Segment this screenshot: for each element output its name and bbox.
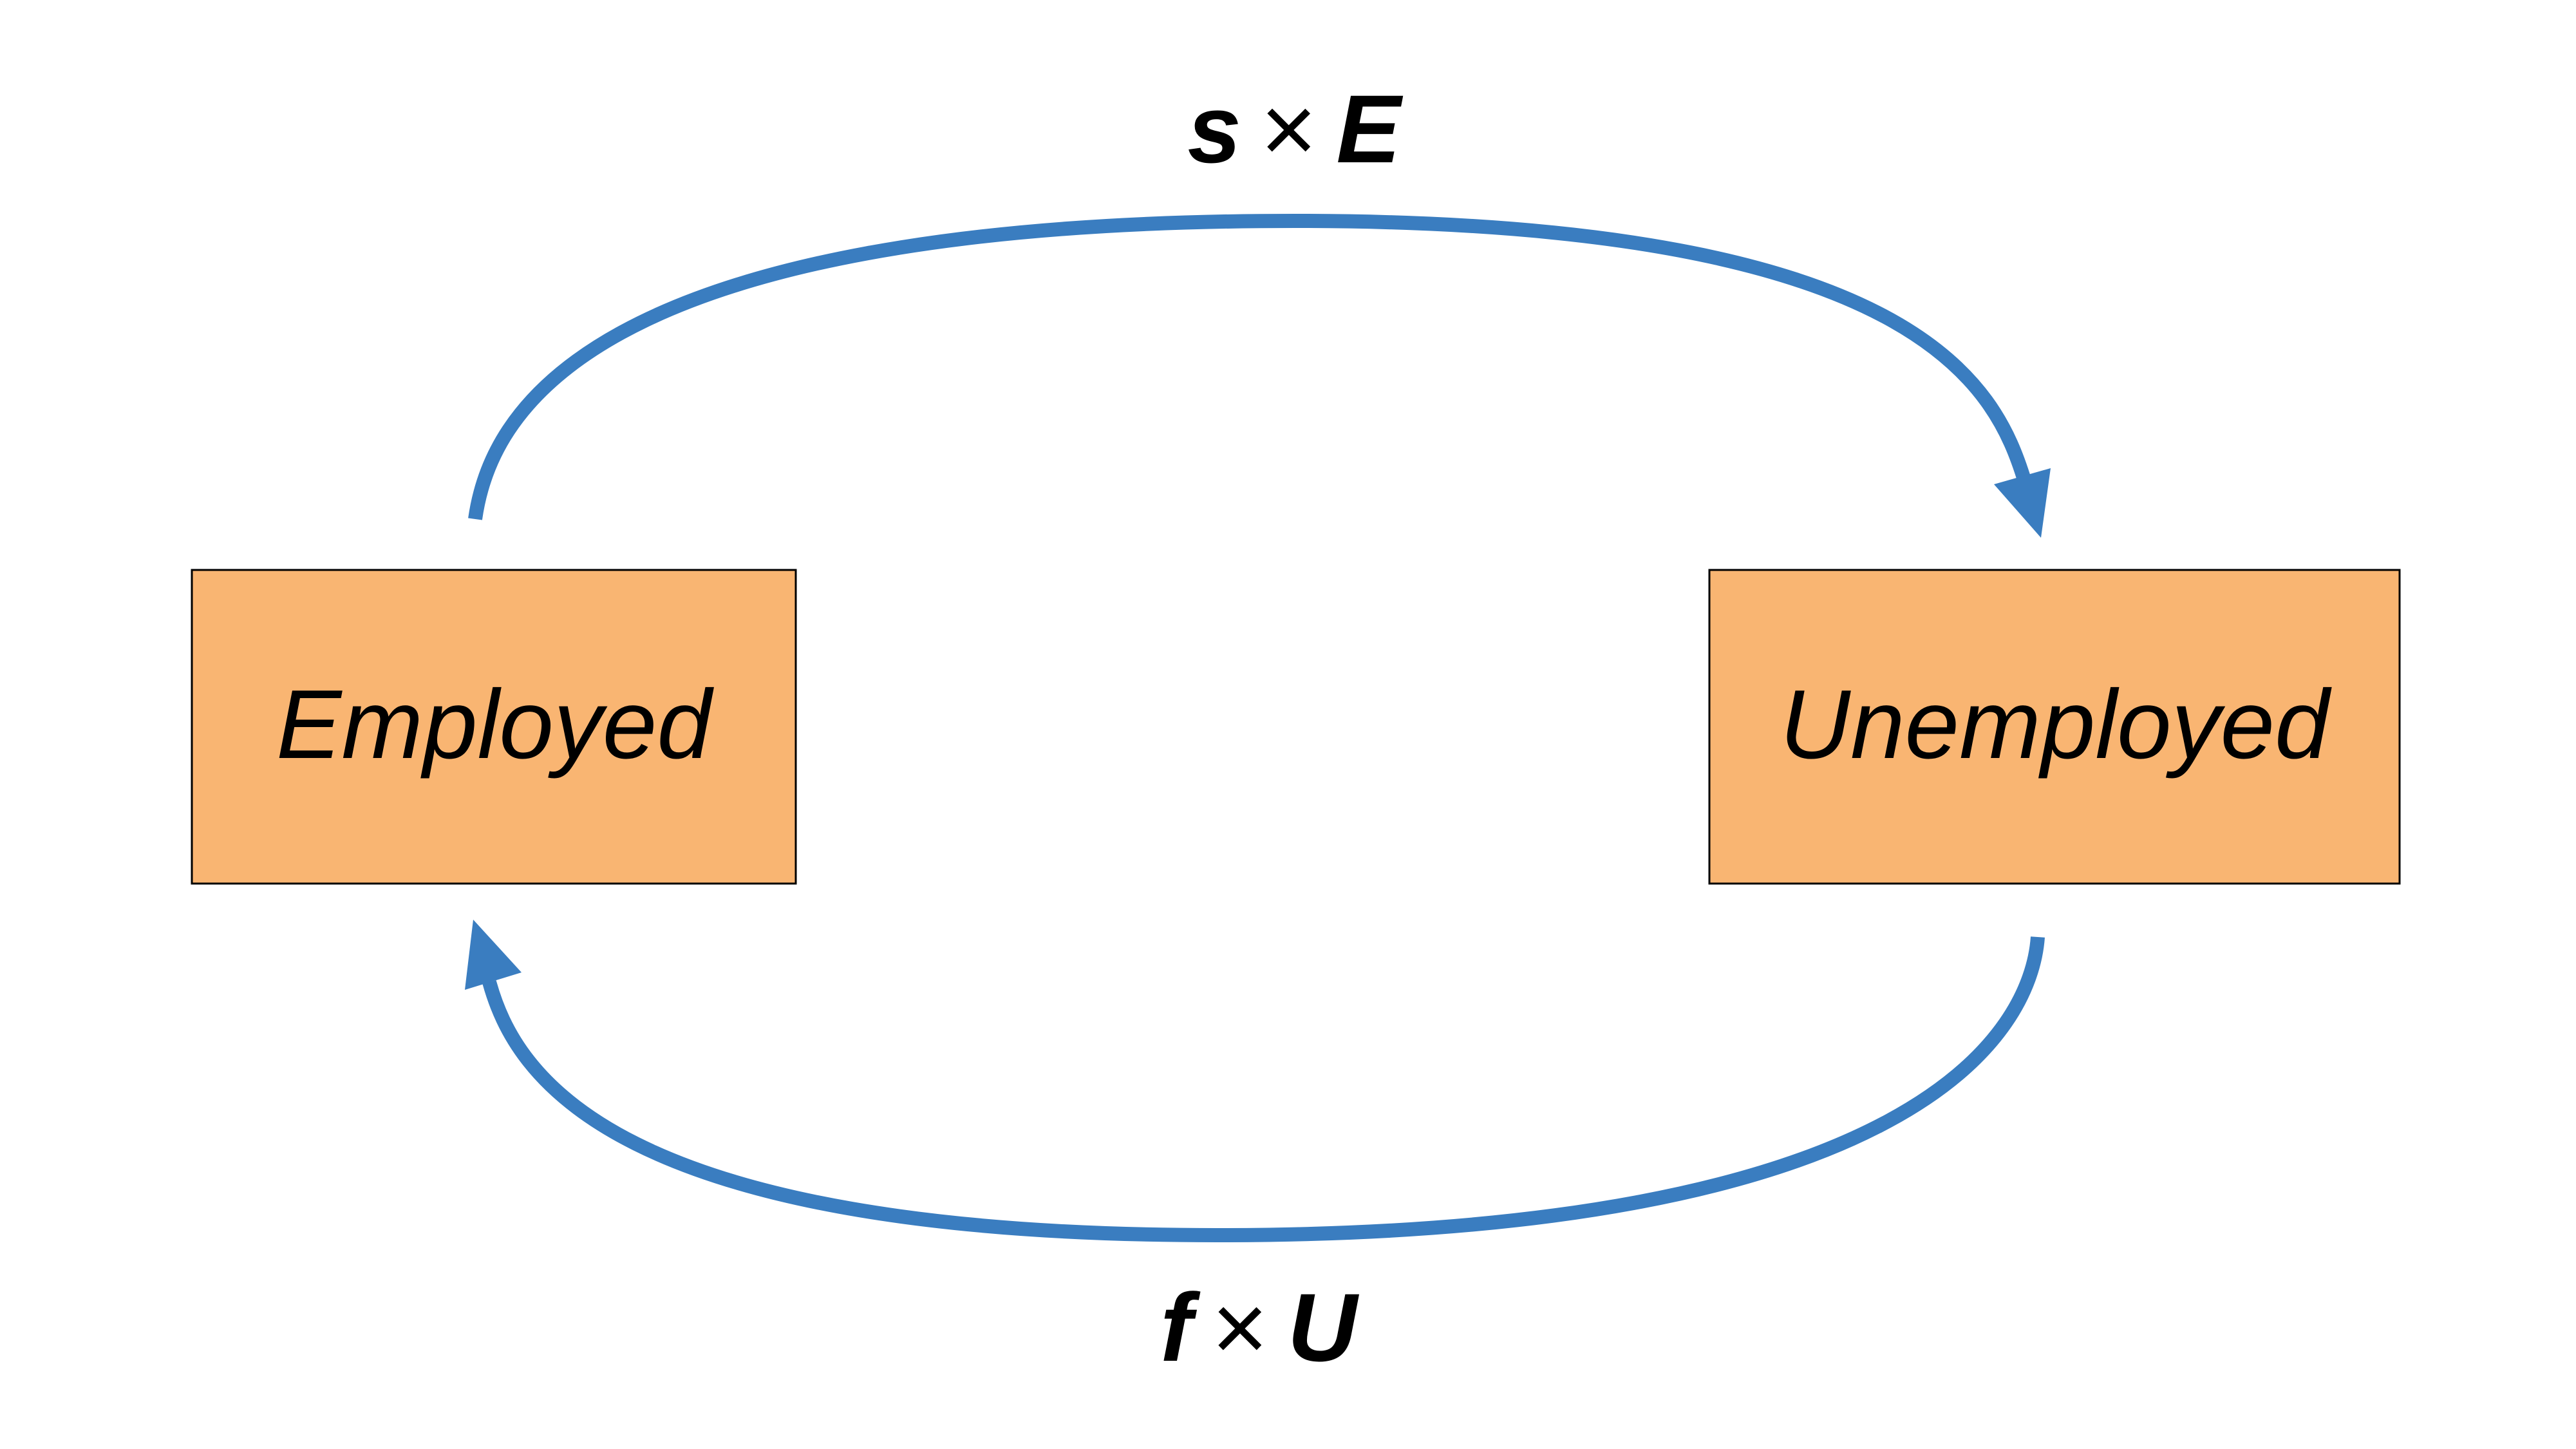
unemployed-label: Unemployed <box>1780 670 2332 779</box>
separation-flow-curve <box>468 213 2032 520</box>
separation-flow-label: s×E <box>1187 75 1403 183</box>
finding-operator: × <box>1212 1273 1268 1381</box>
finding-flow-curve <box>482 936 2045 1243</box>
unemployed-node: Unemployed <box>1708 569 2401 885</box>
separation-rate: s <box>1187 75 1241 183</box>
finding-stock: U <box>1288 1273 1360 1381</box>
unemployed-box <box>1708 569 2401 885</box>
separation-flow-arrow <box>468 213 2051 538</box>
separation-arrowhead-icon <box>1994 468 2051 538</box>
separation-operator: × <box>1261 75 1317 183</box>
employed-label: Employed <box>276 670 714 779</box>
finding-flow-label: f×U <box>1160 1273 1360 1381</box>
employed-box <box>191 569 797 885</box>
employed-node: Employed <box>191 569 797 885</box>
separation-stock: E <box>1336 75 1403 183</box>
finding-rate: f <box>1160 1273 1201 1381</box>
finding-arrowhead-icon <box>465 920 522 990</box>
finding-flow-arrow <box>465 920 2045 1243</box>
